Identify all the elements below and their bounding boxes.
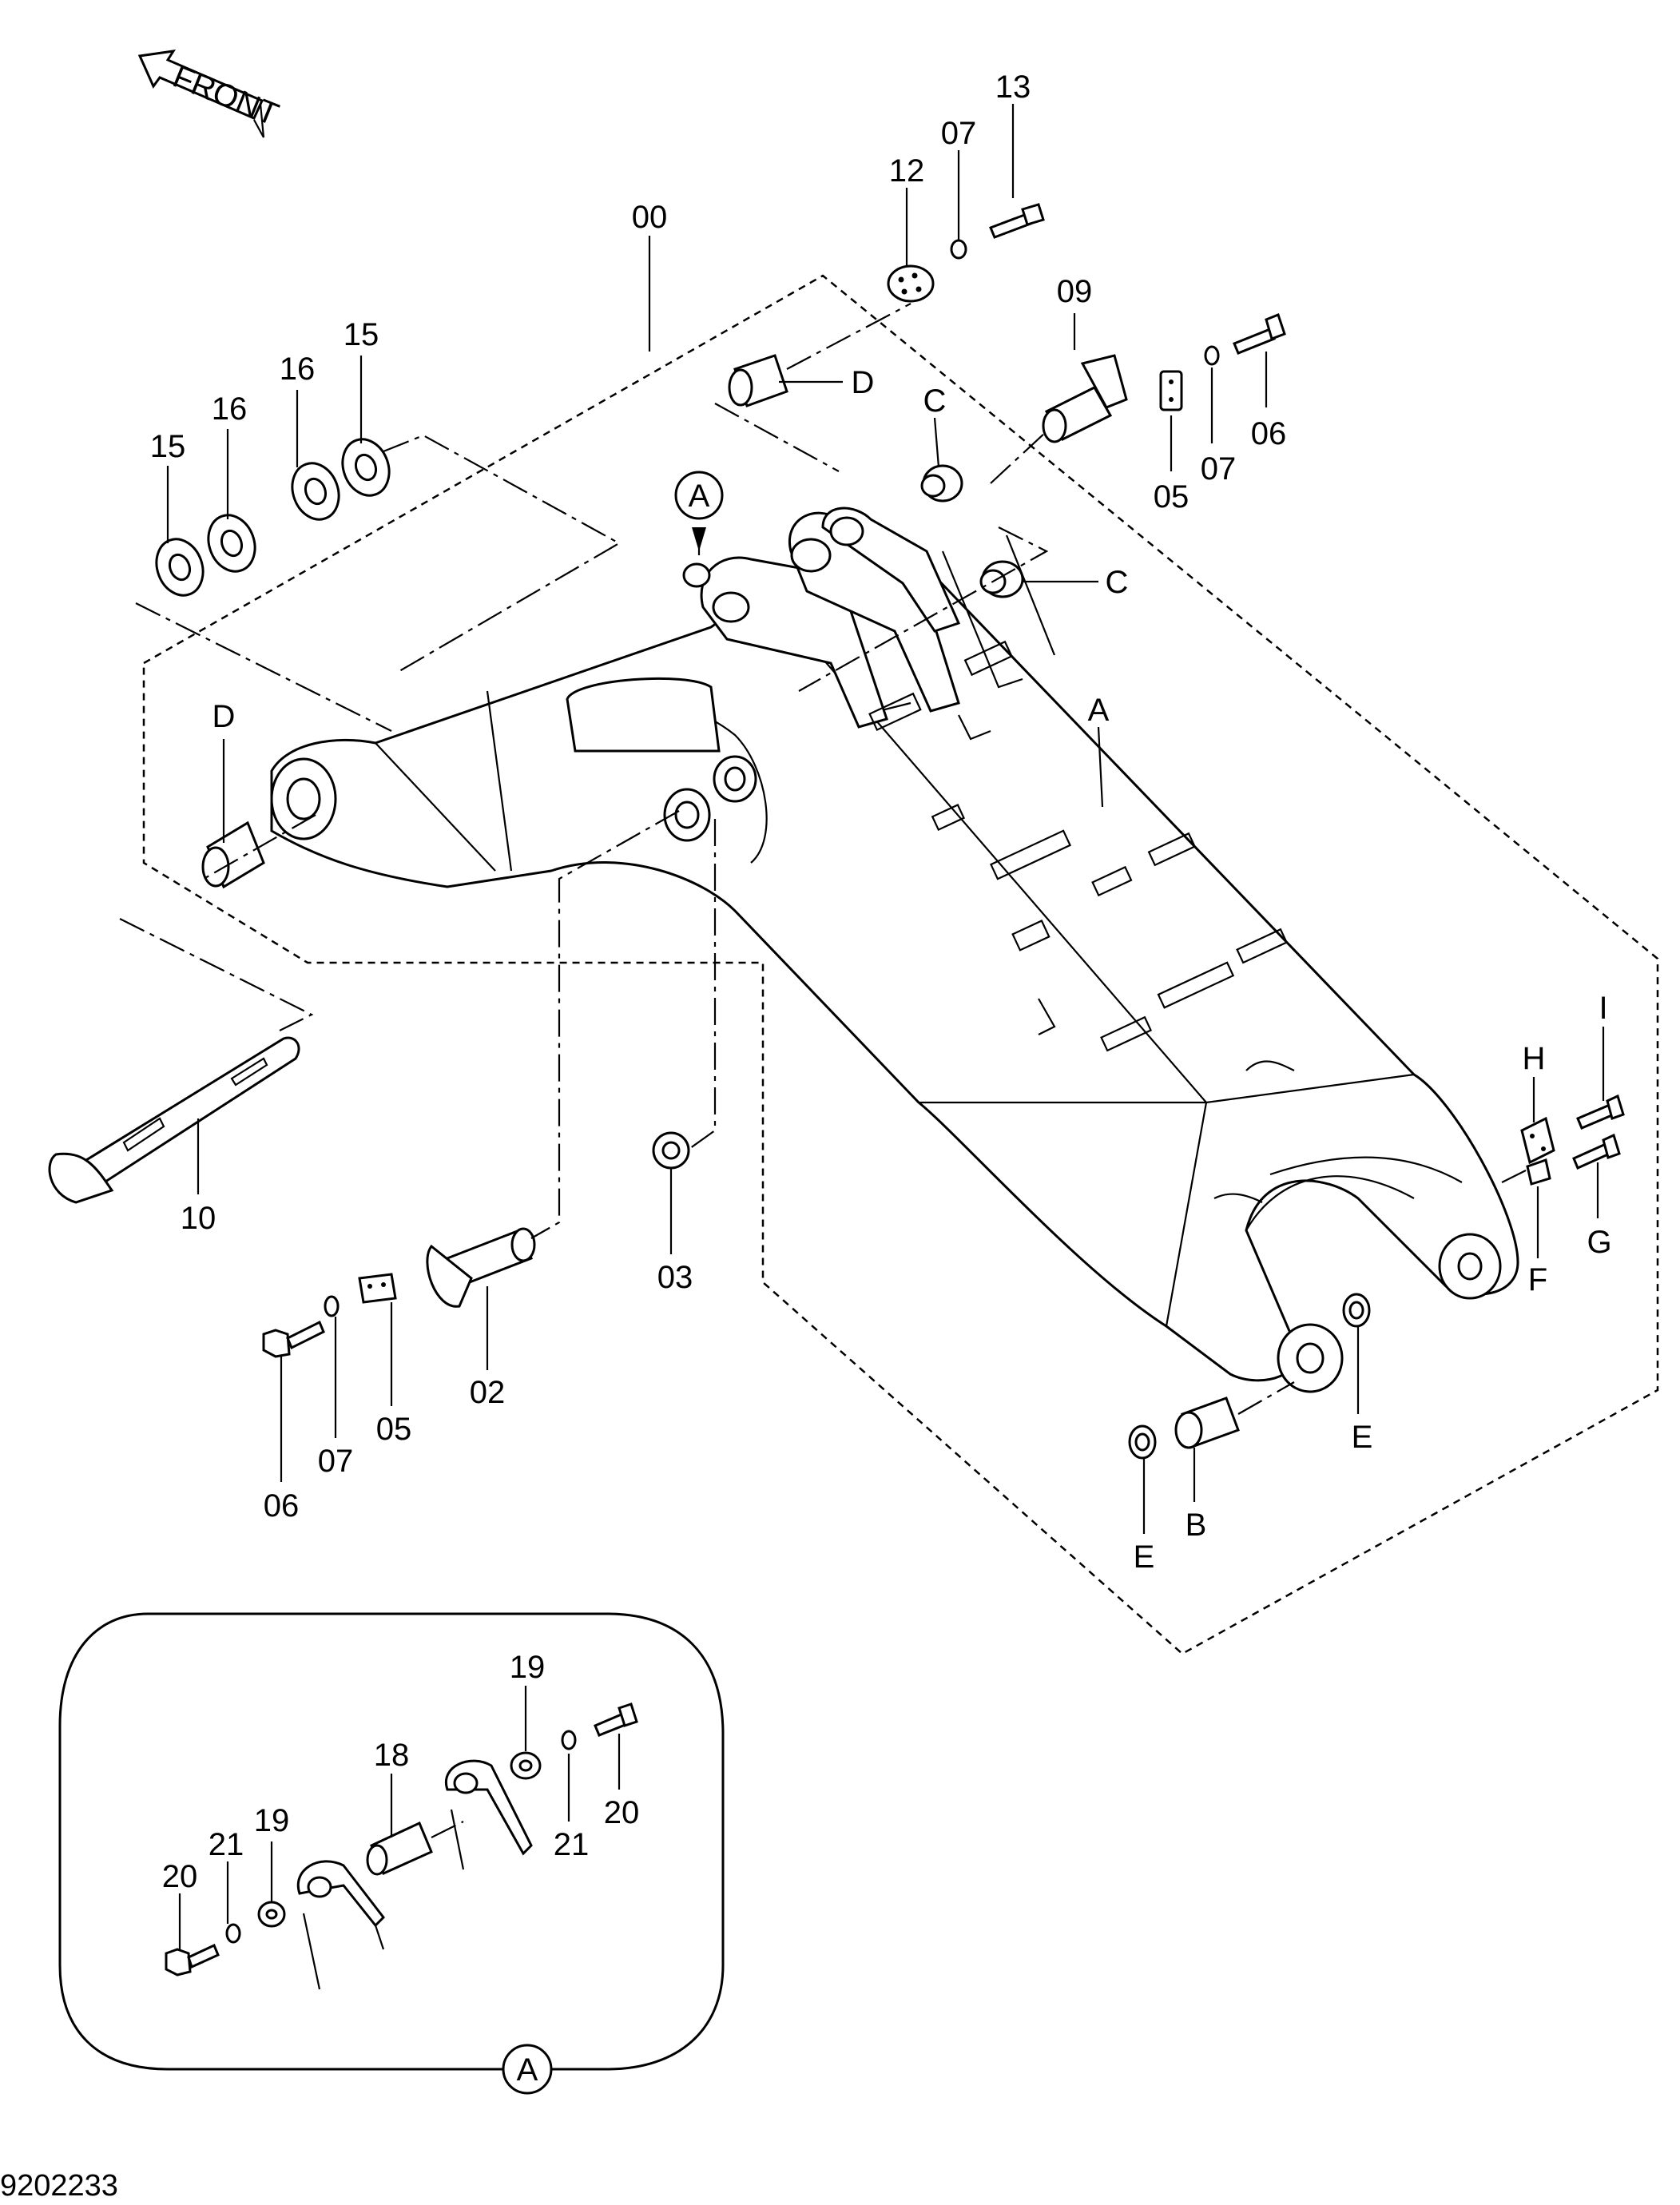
front-arrow-icon: FRONT	[137, 50, 284, 138]
lockwasher-21-right-icon	[561, 1730, 577, 1750]
pin-09-parts	[990, 313, 1286, 484]
callout-13: 13	[995, 70, 1031, 105]
bushing-03-icon	[652, 1131, 690, 1170]
foot-pin-parts	[48, 814, 316, 1204]
callout-06-top: 06	[1251, 416, 1287, 451]
bolt-G-icon	[1572, 1133, 1621, 1170]
washer-07-bottom-icon	[324, 1295, 340, 1317]
callout-20-left: 20	[162, 1859, 198, 1894]
callout-12: 12	[889, 153, 925, 189]
callout-20-right: 20	[604, 1795, 640, 1830]
callout-B: B	[1186, 1508, 1207, 1543]
shims-15-16	[135, 434, 622, 732]
bolt-06-bottom-icon	[262, 1320, 325, 1358]
plate-05-bottom-icon	[358, 1273, 397, 1304]
top-pin-parts	[714, 203, 1045, 472]
callout-A-boom: A	[1088, 693, 1110, 728]
callout-H: H	[1523, 1041, 1546, 1076]
pin-09-icon	[1042, 354, 1128, 443]
callout-D-top: D	[852, 365, 875, 400]
callout-19-left: 19	[254, 1803, 290, 1838]
bushing-C-lower-icon	[979, 560, 1024, 598]
callout-C-upper: C	[923, 383, 947, 419]
shim-15-right-icon	[341, 438, 391, 497]
detail-marker-top: A	[674, 471, 724, 551]
callout-07-right: 07	[1201, 451, 1237, 487]
callout-F: F	[1528, 1262, 1547, 1297]
pin-18-icon	[366, 1821, 433, 1876]
callout-06-bottom: 06	[264, 1488, 300, 1524]
boom-brackets	[868, 640, 1295, 1203]
callout-07-top: 07	[941, 116, 977, 151]
callout-02: 02	[470, 1375, 506, 1410]
callout-16-left: 16	[212, 391, 248, 427]
document-number: 9202233	[0, 2169, 118, 2203]
assembly-outline-00	[142, 274, 1659, 1655]
callout-07-bottom: 07	[318, 1444, 354, 1479]
washer-07-top-icon	[1204, 345, 1220, 366]
bushings-C	[798, 464, 1049, 692]
bolt-20-right-icon	[594, 1702, 638, 1737]
bushing-D-left-icon	[201, 820, 265, 889]
plate-H-icon	[1520, 1116, 1555, 1165]
detail-marker-inset-label: A	[517, 2052, 538, 2088]
callout-21-left: 21	[209, 1827, 244, 1862]
callout-15-right: 15	[344, 317, 379, 352]
callout-10: 10	[181, 1201, 216, 1236]
callout-03: 03	[657, 1260, 693, 1295]
pin-10-icon	[48, 1036, 300, 1204]
boom-foot	[270, 677, 757, 842]
washer-07-icon	[950, 239, 967, 260]
bushing-B-icon	[1174, 1396, 1240, 1449]
callout-21-right: 21	[554, 1827, 590, 1862]
callout-E-right: E	[1352, 1420, 1373, 1455]
detail-marker-top-label: A	[689, 479, 710, 514]
bushing-D-top-icon	[728, 354, 788, 407]
callout-G: G	[1587, 1225, 1611, 1260]
plate-12-icon	[887, 264, 935, 303]
boom-body	[270, 518, 1519, 1382]
callout-00: 00	[632, 200, 668, 235]
shim-16-right-icon	[291, 462, 340, 521]
shim-15-left-icon	[155, 538, 205, 597]
washer-E-left-icon	[1128, 1424, 1157, 1460]
detail-inset-A: A	[58, 1612, 725, 2095]
callout-09: 09	[1057, 274, 1093, 309]
washer-19-left-icon	[257, 1901, 286, 1928]
callout-E-left: E	[1134, 1540, 1155, 1575]
callout-15-left: 15	[150, 429, 186, 464]
shim-16-left-icon	[207, 514, 256, 573]
washer-E-right-icon	[1342, 1293, 1371, 1328]
callout-05-top: 05	[1154, 479, 1190, 514]
callout-05-bottom: 05	[376, 1412, 412, 1447]
boom-end-bosses	[1277, 1233, 1502, 1393]
callout-16-right: 16	[280, 352, 316, 387]
callout-I: I	[1599, 991, 1607, 1026]
pin-02-icon	[426, 1227, 536, 1308]
callout-labels: 00 13 07 12 09 15 16 16 15 D C C 05 07 0…	[150, 70, 1612, 1894]
plate-05-top-icon	[1159, 370, 1183, 411]
lockwasher-21-left-icon	[225, 1923, 241, 1944]
bolt-06-top-icon	[1233, 313, 1286, 355]
bolt-13-icon	[989, 203, 1045, 239]
lower-pin-parts	[262, 810, 717, 1358]
callout-19-right: 19	[510, 1650, 546, 1685]
bushing-C-upper-icon	[920, 464, 963, 503]
end-pin-parts	[1128, 1094, 1625, 1460]
callout-D-left: D	[212, 699, 236, 734]
shim-F-icon	[1526, 1158, 1551, 1186]
bolt-20-left-icon	[165, 1943, 220, 1977]
front-label: FRONT	[168, 59, 283, 133]
boom-top-lugs	[682, 507, 961, 729]
callout-C-lower: C	[1106, 565, 1129, 600]
bolt-I-icon	[1576, 1094, 1625, 1130]
callout-18: 18	[374, 1738, 410, 1773]
washer-19-right-icon	[510, 1751, 542, 1780]
